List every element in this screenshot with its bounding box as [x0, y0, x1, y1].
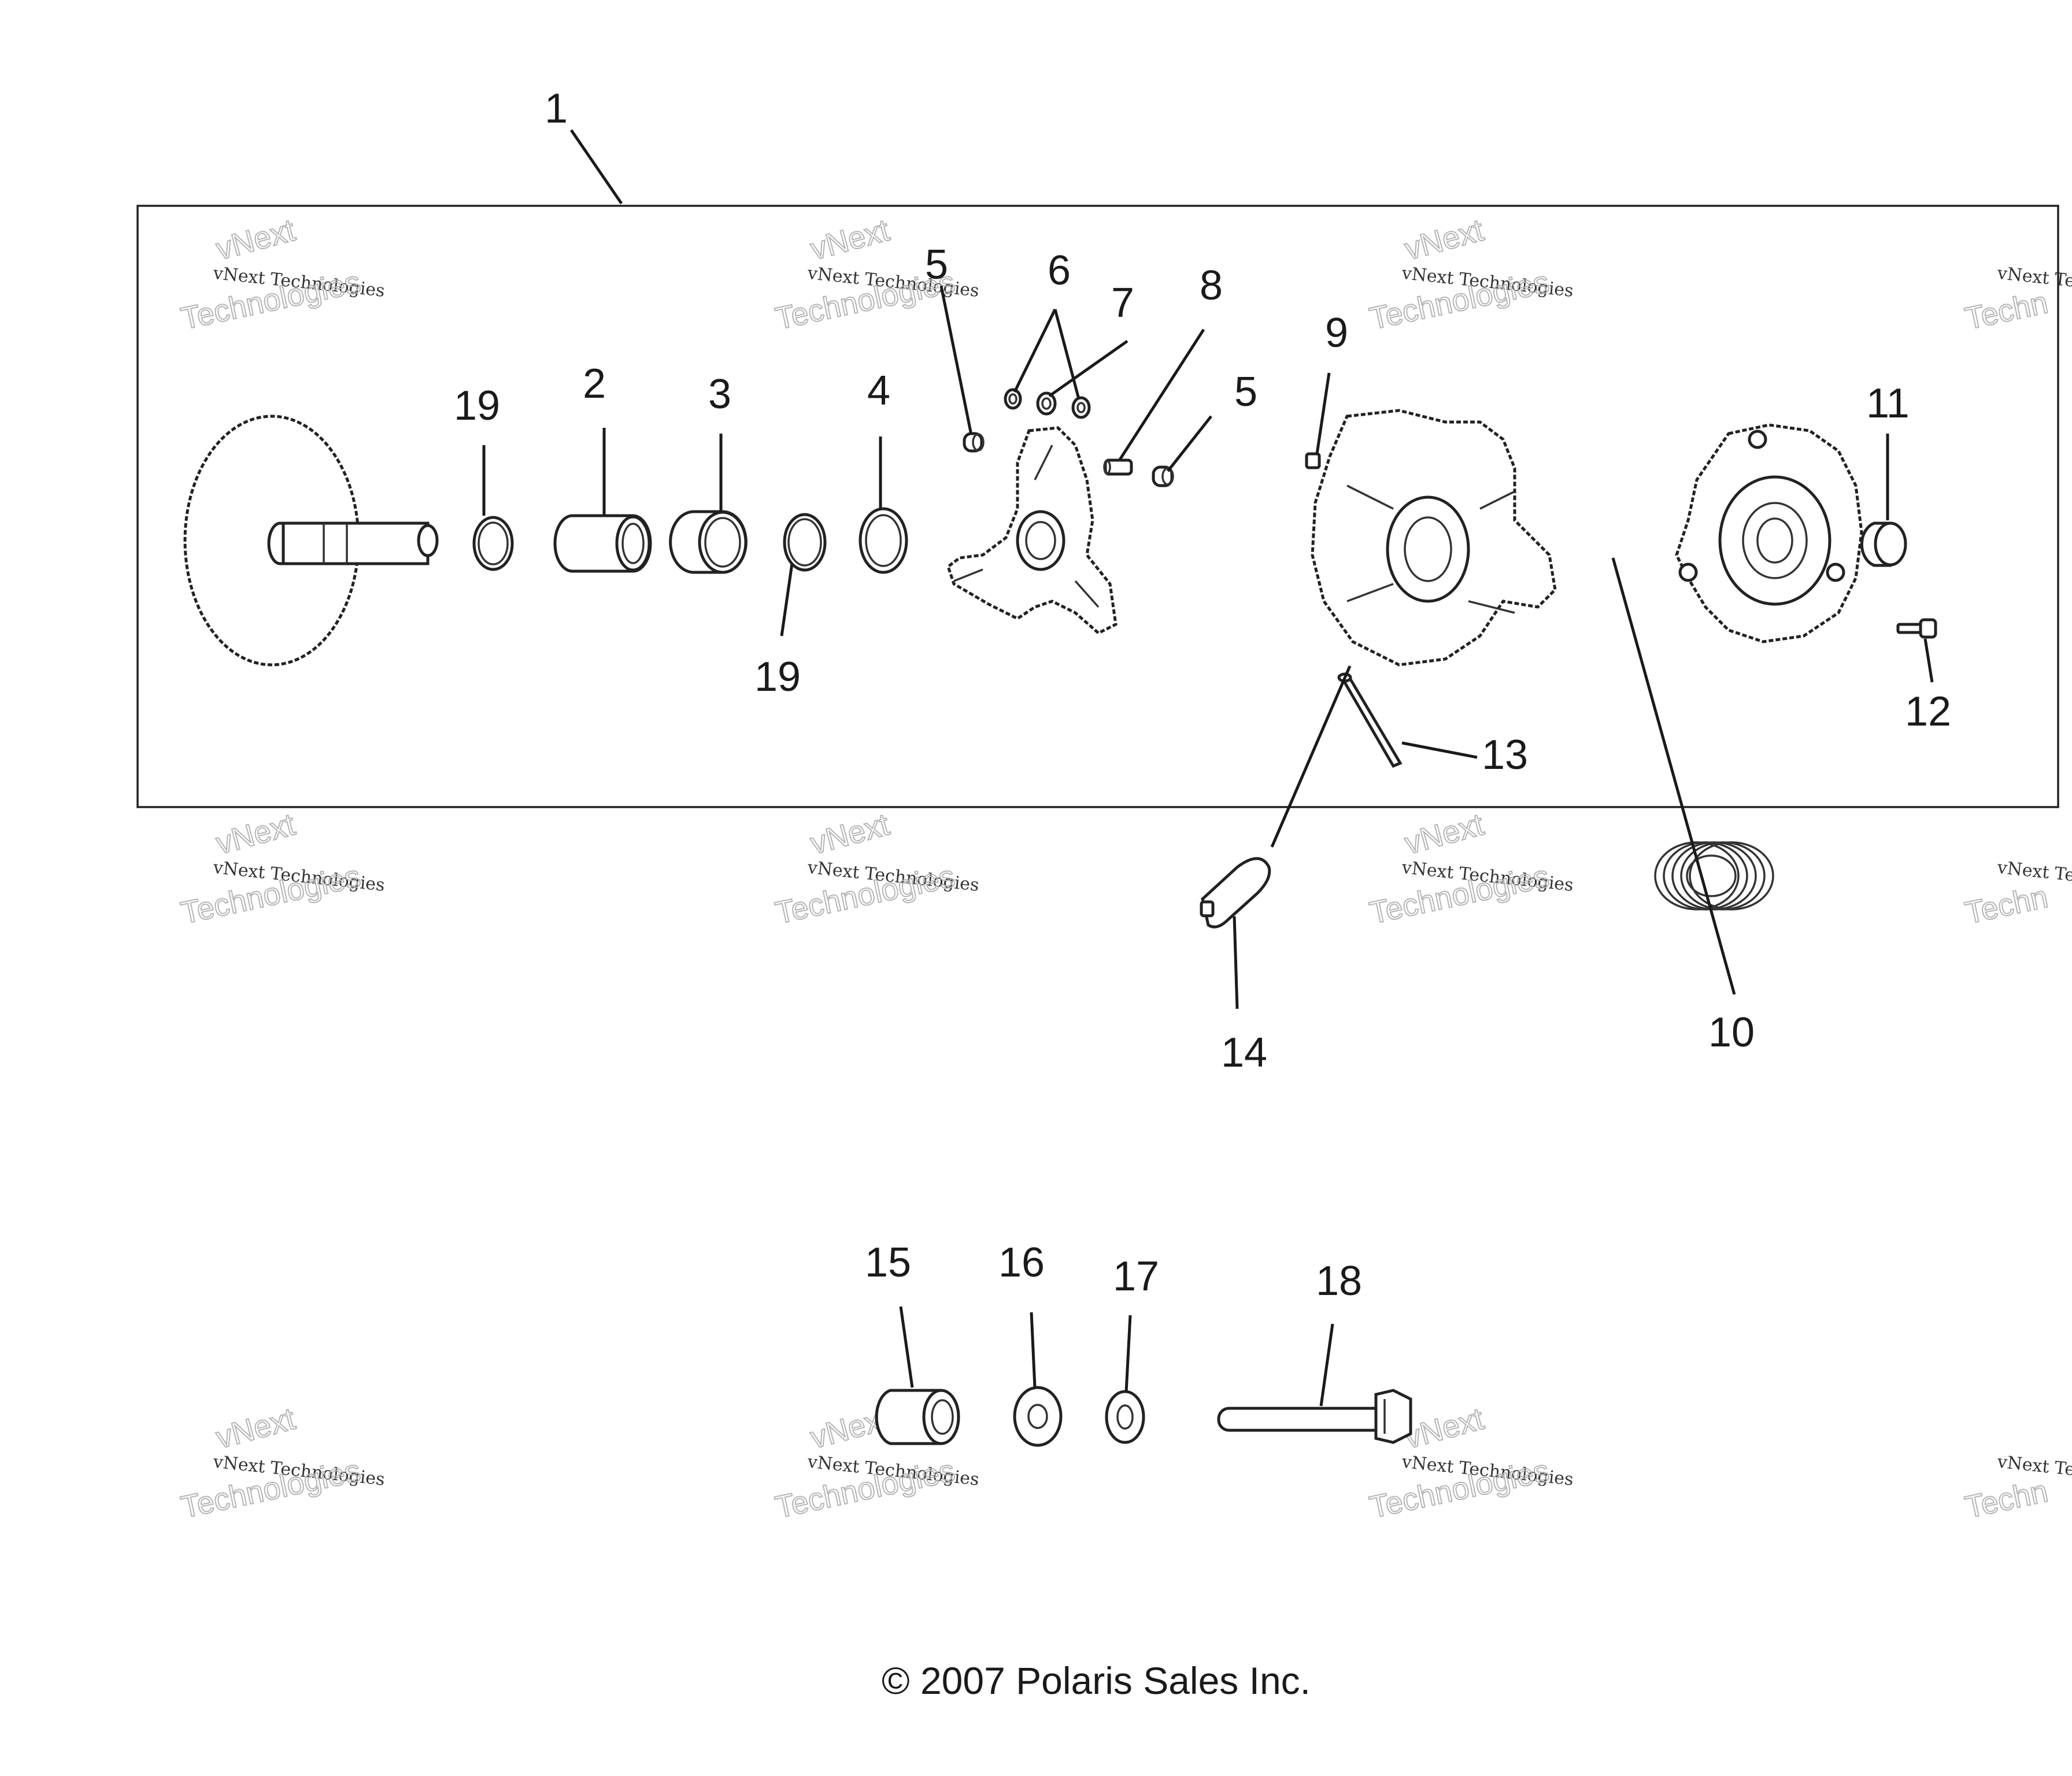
callout-17: 17	[1113, 1253, 1159, 1300]
seal-4	[859, 507, 908, 574]
bushing-2	[553, 514, 652, 573]
svg-text:vNext: vNext	[213, 1401, 299, 1456]
pin-8	[1103, 458, 1133, 476]
watermark: vNext Te Techn	[1962, 857, 2072, 931]
cover-housing	[1311, 409, 1557, 667]
svg-text:vNext: vNext	[807, 213, 893, 267]
watermark: vNext Te Techn	[1962, 263, 2072, 337]
callout-8: 8	[1200, 262, 1223, 309]
o-ring-19-left-inner	[478, 521, 509, 565]
callout-4: 4	[867, 368, 890, 414]
spring-10	[1654, 841, 1774, 911]
callout-6: 6	[1048, 247, 1071, 294]
bushing-11	[1860, 521, 1907, 567]
callout-16: 16	[998, 1240, 1045, 1286]
pin-13	[1337, 672, 1403, 768]
svg-text:vNext: vNext	[1401, 1401, 1488, 1456]
callout-5-left: 5	[925, 242, 948, 288]
svg-text:Techn: Techn	[1962, 285, 2051, 336]
svg-text:Techn: Techn	[1962, 1474, 2051, 1525]
callout-5-right: 5	[1234, 369, 1257, 415]
leader-lines	[482, 129, 1934, 1407]
watermark: vNext vNext Technologies Technologies	[177, 212, 386, 337]
nut-6b	[1036, 391, 1057, 416]
nut-6a	[1004, 388, 1022, 410]
washer-17	[1105, 1390, 1145, 1444]
watermark: vNext Te Techn	[1962, 1452, 2072, 1526]
spider	[946, 426, 1118, 635]
watermark: vNext vNext Technologies Technologies	[1366, 806, 1574, 931]
callout-10: 10	[1708, 1009, 1755, 1056]
watermark: vNext vNext Technologies Technologies	[772, 212, 980, 337]
callout-15: 15	[865, 1240, 911, 1286]
bushing-3	[669, 510, 748, 574]
o-ring-19-left	[472, 516, 514, 571]
watermark: vNext vNext Technologies Technologies	[1366, 212, 1574, 337]
svg-text:Techn: Techn	[1962, 879, 2051, 931]
callout-14: 14	[1221, 1030, 1267, 1076]
roller-5-right	[1152, 465, 1174, 487]
callout-19-lower: 19	[754, 654, 801, 700]
callout-12: 12	[1905, 689, 1951, 735]
moveable-sheave	[183, 415, 439, 667]
callout-1: 1	[545, 86, 568, 132]
callout-11: 11	[1866, 380, 1910, 427]
svg-text:vNext: vNext	[1401, 807, 1488, 861]
washer-16	[1013, 1386, 1063, 1447]
set-screw-9	[1305, 452, 1321, 469]
spacer-15	[875, 1389, 960, 1445]
end-cover	[1675, 423, 1863, 643]
callout-18: 18	[1316, 1258, 1362, 1304]
watermark: vNext vNext Technologies Technologies	[177, 1401, 386, 1526]
nut-7	[1071, 396, 1091, 419]
weight-14	[1200, 857, 1271, 928]
callout-19-upper: 19	[454, 383, 500, 429]
callout-13: 13	[1482, 732, 1528, 778]
watermarks: vNext vNext Technologies Technologies vN…	[177, 212, 2072, 1526]
bolt-18	[1217, 1389, 1412, 1444]
assembly-frame	[136, 205, 2059, 808]
watermark: vNext vNext Technologies Technologies	[177, 806, 386, 931]
svg-text:vNext: vNext	[213, 807, 299, 861]
callout-3: 3	[708, 371, 731, 417]
callout-9: 9	[1325, 310, 1348, 356]
watermark: vNext vNext Technologies Technologies	[772, 806, 980, 931]
svg-text:vNext: vNext	[1401, 213, 1488, 267]
o-ring-19-right-inner	[787, 518, 822, 567]
callout-7: 7	[1111, 280, 1134, 326]
copyright-notice: © 2007 Polaris Sales Inc.	[882, 1659, 1311, 1702]
svg-text:vNext: vNext	[213, 213, 299, 267]
roller-5-left	[963, 432, 985, 453]
o-ring-19-right	[783, 513, 827, 572]
callouts: 1 2 3 4 5 5 6 7 8 9 10 11 12 13 14 15 16…	[454, 86, 1951, 1304]
svg-text:vNext: vNext	[807, 807, 893, 861]
callout-2: 2	[583, 361, 606, 407]
bolt-12	[1896, 618, 1937, 639]
